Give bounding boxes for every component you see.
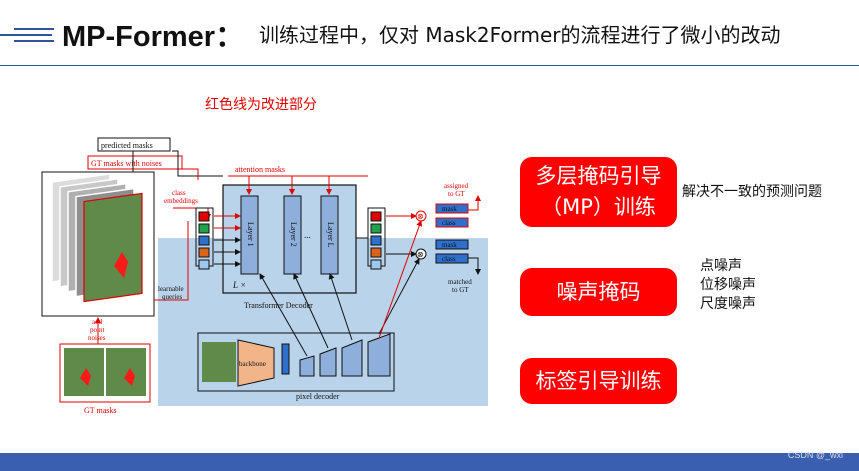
input-image-thumb — [202, 342, 236, 382]
svg-text:⊗: ⊗ — [417, 250, 424, 259]
matched-label-2: to GT — [452, 286, 469, 294]
title-bar: MP-Former： 训练过程中，仅对 Mask2Former的流程进行了微小的… — [0, 0, 859, 66]
multi-layer-mask-guidance-pill: 多层掩码引导 （MP）训练 — [520, 157, 677, 227]
improvement-note: 红色线为改进部分 — [205, 97, 317, 113]
layer-1-box — [240, 195, 259, 275]
predicted-masks-label: predicted masks — [101, 141, 153, 150]
class-head-red — [435, 217, 469, 228]
label-guided-training-pill: 标签引导训练 — [520, 358, 677, 404]
noise-mask-pill: 噪声掩码 — [520, 268, 677, 316]
layer-repeat-label: L × — [232, 280, 246, 290]
class-embeddings-label-2: embeddings — [164, 197, 198, 205]
layer-1-label: Layer 1 — [246, 222, 255, 247]
footer-bar — [0, 453, 859, 471]
noise-scale: 尺度噪声 — [700, 296, 756, 312]
class-head-red-label: class — [442, 219, 456, 227]
predicted-masks-box — [97, 137, 171, 152]
backbone-label: backbone — [239, 360, 266, 368]
query-orange — [198, 247, 210, 258]
layer-dots: ... — [304, 230, 311, 240]
query-light — [198, 259, 210, 270]
learnable-queries-label-1: learnable — [158, 285, 184, 293]
gt-masks-label: GT masks — [84, 406, 117, 415]
backbone-block — [237, 339, 275, 387]
learnable-queries-label-2: queries — [162, 293, 182, 301]
add-noise-label-1: add — [92, 318, 103, 326]
inconsistency-note: 解决不一致的预测问题 — [682, 184, 822, 200]
mp-former-architecture-diagram: Layer 1 Layer 2 Layer L ... L × Transfor… — [41, 137, 488, 415]
noise-type-list: 点噪声 位移噪声 尺度噪声 — [700, 257, 756, 314]
assigned-label-2: to GT — [448, 190, 465, 198]
add-noise-label-2: point — [90, 326, 104, 334]
attention-masks-label: attention masks — [235, 165, 285, 174]
add-noise-label-3: noises — [88, 334, 106, 342]
query-blue — [198, 235, 210, 246]
pill1-line2: （MP）训练 — [541, 195, 656, 219]
mask-head-label: mask — [442, 241, 457, 249]
layer-2-box — [283, 195, 302, 275]
query-red — [198, 211, 210, 222]
page-subtitle: 训练过程中，仅对 Mask2Former的流程进行了微小的改动 — [259, 23, 781, 47]
matched-label-1: matched — [448, 278, 472, 286]
gt-masks-noises-box — [87, 155, 183, 170]
header-divider — [0, 65, 859, 66]
mask-head-red — [435, 203, 469, 214]
watermark: CSDN @_wxl — [787, 450, 843, 460]
noise-shift: 位移噪声 — [700, 277, 756, 293]
image-stack — [51, 173, 143, 303]
layer-2-label: Layer 2 — [289, 222, 298, 247]
gt-masks-noises-label: GT masks with noises — [91, 159, 162, 168]
assigned-label-1: assigned — [444, 182, 469, 190]
pixel-decoder-label: pixel decoder — [296, 392, 340, 401]
pixel-decoder-box — [197, 332, 395, 392]
page-title: MP-Former： — [62, 21, 245, 53]
title-decoration-lines-icon — [0, 28, 54, 42]
pill1-line1: 多层掩码引导 — [535, 164, 662, 188]
noise-point: 点噪声 — [700, 258, 742, 274]
query-green — [198, 223, 210, 234]
svg-text:⊗: ⊗ — [417, 212, 424, 221]
class-embeddings-label-1: class — [172, 189, 186, 197]
mask-head-red-label: mask — [442, 205, 457, 213]
mask-head — [435, 239, 469, 250]
class-head-label: class — [442, 255, 456, 263]
layer-l-label: Layer L — [326, 222, 335, 248]
